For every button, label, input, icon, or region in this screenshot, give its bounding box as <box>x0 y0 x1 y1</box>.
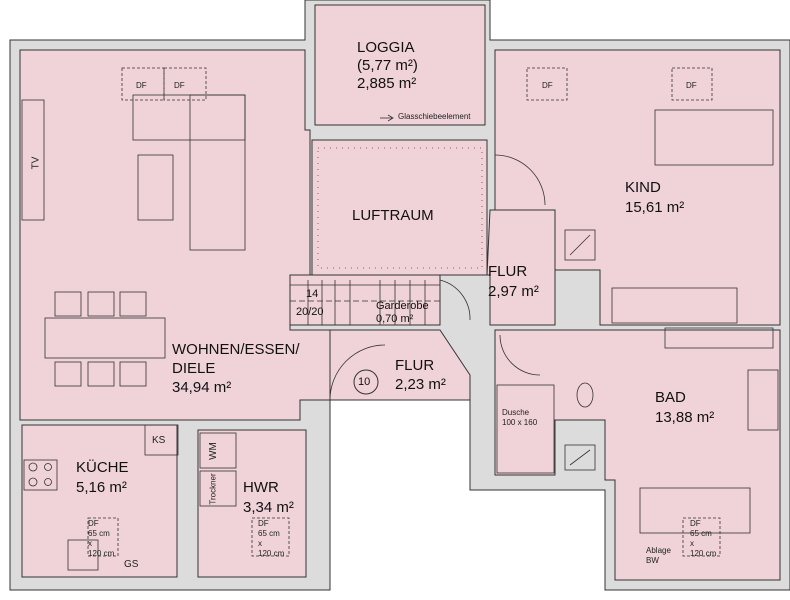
wm-label: WM <box>207 442 219 460</box>
shower <box>496 384 555 474</box>
df-label-2: DF <box>174 81 185 90</box>
df-kueche-65: 65 cm <box>88 529 110 538</box>
door-swings <box>320 114 546 401</box>
dining-table <box>44 317 166 359</box>
df-hwr-x: x <box>258 539 262 548</box>
df-label-3: DF <box>542 81 553 90</box>
room-kueche <box>21 424 178 578</box>
df-kueche-x: x <box>88 539 92 548</box>
loggia-area: 2,885 m² <box>357 75 417 92</box>
gs-label: GS <box>124 559 139 570</box>
df-bad: DF <box>690 519 701 528</box>
luftraum-pattern <box>317 147 483 269</box>
roof-windows <box>87 67 721 557</box>
ks-label: KS <box>152 435 166 446</box>
gs-box <box>67 539 99 571</box>
room-loggia <box>314 4 486 126</box>
garderobe-name: Garderobe <box>376 300 429 312</box>
kueche-name: KÜCHE <box>76 459 129 476</box>
bathtub <box>639 487 751 534</box>
room-flur1 <box>289 209 556 326</box>
kind-name: KIND <box>625 179 661 196</box>
bad-name: BAD <box>655 389 686 406</box>
loggia-sub: (5,77 m²) <box>357 57 418 74</box>
df-kueche: DF <box>88 519 99 528</box>
df-hwr: DF <box>258 519 269 528</box>
flur1-area: 2,97 m² <box>488 283 539 300</box>
stairs-bottom-label: 20/20 <box>296 306 324 318</box>
df-hwr-120: 120 cm <box>258 549 285 558</box>
room-flur2 <box>329 329 471 401</box>
trockner-label: Trockner <box>208 473 218 505</box>
sofa-chaise <box>189 94 246 251</box>
flur2-name: FLUR <box>395 357 435 374</box>
wohnen-name1: WOHNEN/ESSEN/ <box>172 341 300 358</box>
hwr-name: HWR <box>243 479 279 496</box>
wohnen-name2: DIELE <box>172 360 216 377</box>
kueche-area: 5,16 m² <box>76 479 127 496</box>
trockner-box <box>199 470 237 507</box>
ks-box <box>144 424 179 456</box>
tv-board <box>21 99 45 221</box>
coffee-table <box>137 154 174 221</box>
stair-number: 10 <box>358 376 371 388</box>
furniture <box>21 94 779 571</box>
hwr-area: 3,34 m² <box>243 499 294 516</box>
kind-area: 15,61 m² <box>625 199 685 216</box>
garderobe-area: 0,70 m² <box>376 313 414 325</box>
glasschiebe-label: Glasschiebeelement <box>398 112 471 121</box>
stairs-top-label: 14 <box>306 288 319 300</box>
room-luftraum <box>311 139 488 276</box>
df-label-1: DF <box>136 81 147 90</box>
df-bad-120: 120 cm <box>690 549 717 558</box>
flur1-name: FLUR <box>488 263 528 280</box>
df-label-4: DF <box>686 81 697 90</box>
room-wohnen <box>19 49 356 421</box>
df-kueche-120: 120 cm <box>88 549 115 558</box>
tv-label: TV <box>30 156 42 170</box>
ablage-bw: BW <box>646 556 659 565</box>
ablage-label: Ablage <box>646 546 671 555</box>
stove <box>23 459 58 491</box>
loggia-name: LOGGIA <box>357 39 415 56</box>
stair-number-circle <box>353 369 379 395</box>
stairs <box>290 280 440 325</box>
bed <box>654 109 774 166</box>
df-bad-65: 65 cm <box>690 529 712 538</box>
df-hwr-65: 65 cm <box>258 529 280 538</box>
df-bad-x: x <box>690 539 694 548</box>
luftraum-label: LUFTRAUM <box>352 207 434 224</box>
wm-box <box>199 432 237 469</box>
room-bad <box>494 329 781 581</box>
dusche-size: 100 x 160 <box>502 418 538 427</box>
dusche-label: Dusche <box>502 408 530 417</box>
wohnen-area: 34,94 m² <box>172 379 232 396</box>
flur2-area: 2,23 m² <box>395 376 446 393</box>
bad-area: 13,88 m² <box>655 409 715 426</box>
